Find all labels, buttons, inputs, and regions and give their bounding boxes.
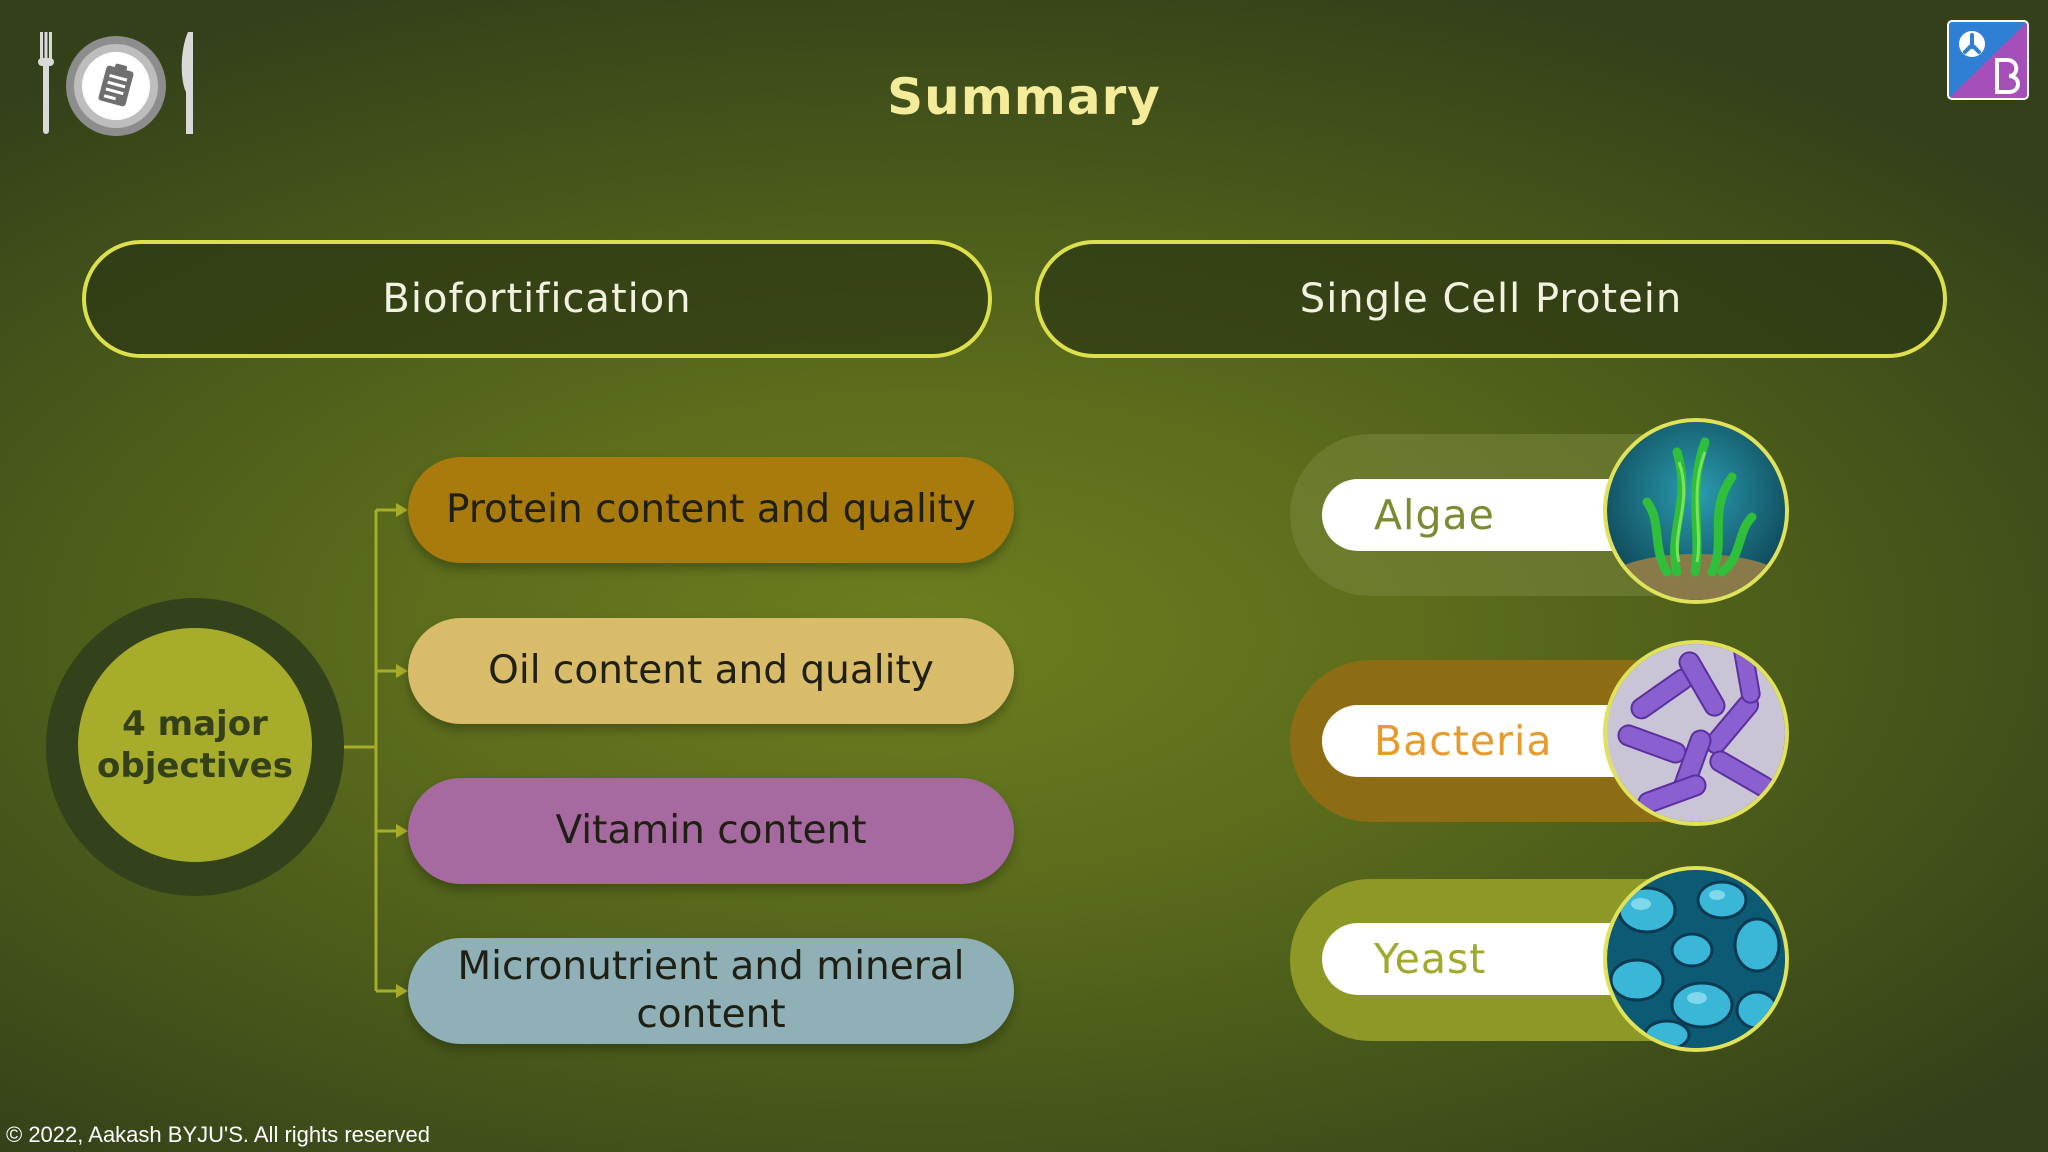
objectives-label-line2: objectives — [97, 746, 293, 786]
biofortification-label: Biofortification — [382, 276, 692, 322]
single-cell-protein-label: Single Cell Protein — [1299, 276, 1683, 322]
objectives-label-line1: 4 major — [122, 704, 268, 744]
yeast-image — [1603, 866, 1789, 1052]
arrow-icon — [396, 503, 408, 517]
single-cell-protein-header: Single Cell Protein — [1035, 240, 1947, 358]
copyright-footer: © 2022, Aakash BYJU'S. All rights reserv… — [6, 1122, 430, 1147]
slide-title: Summary — [887, 68, 1161, 126]
algae-image — [1603, 418, 1789, 604]
yeast-label: Yeast — [1322, 923, 1642, 995]
bacteria-label: Bacteria — [1322, 705, 1642, 777]
plate-logo-icon — [38, 32, 193, 136]
biofortification-header: Biofortification — [82, 240, 992, 358]
bacteria-image — [1603, 640, 1789, 826]
objective-vitamin: Vitamin content — [408, 778, 1014, 884]
arrow-icon — [396, 664, 408, 678]
algae-label: Algae — [1322, 479, 1642, 551]
arrow-icon — [396, 984, 408, 998]
objective-oil: Oil content and quality — [408, 618, 1014, 724]
objective-protein: Protein content and quality — [408, 457, 1014, 563]
brand-logo-icon — [1947, 20, 2029, 100]
objective-micronutrient: Micronutrient and mineral content — [408, 938, 1014, 1044]
objectives-circle: 4 major objectives — [78, 628, 312, 862]
arrow-icon — [396, 824, 408, 838]
